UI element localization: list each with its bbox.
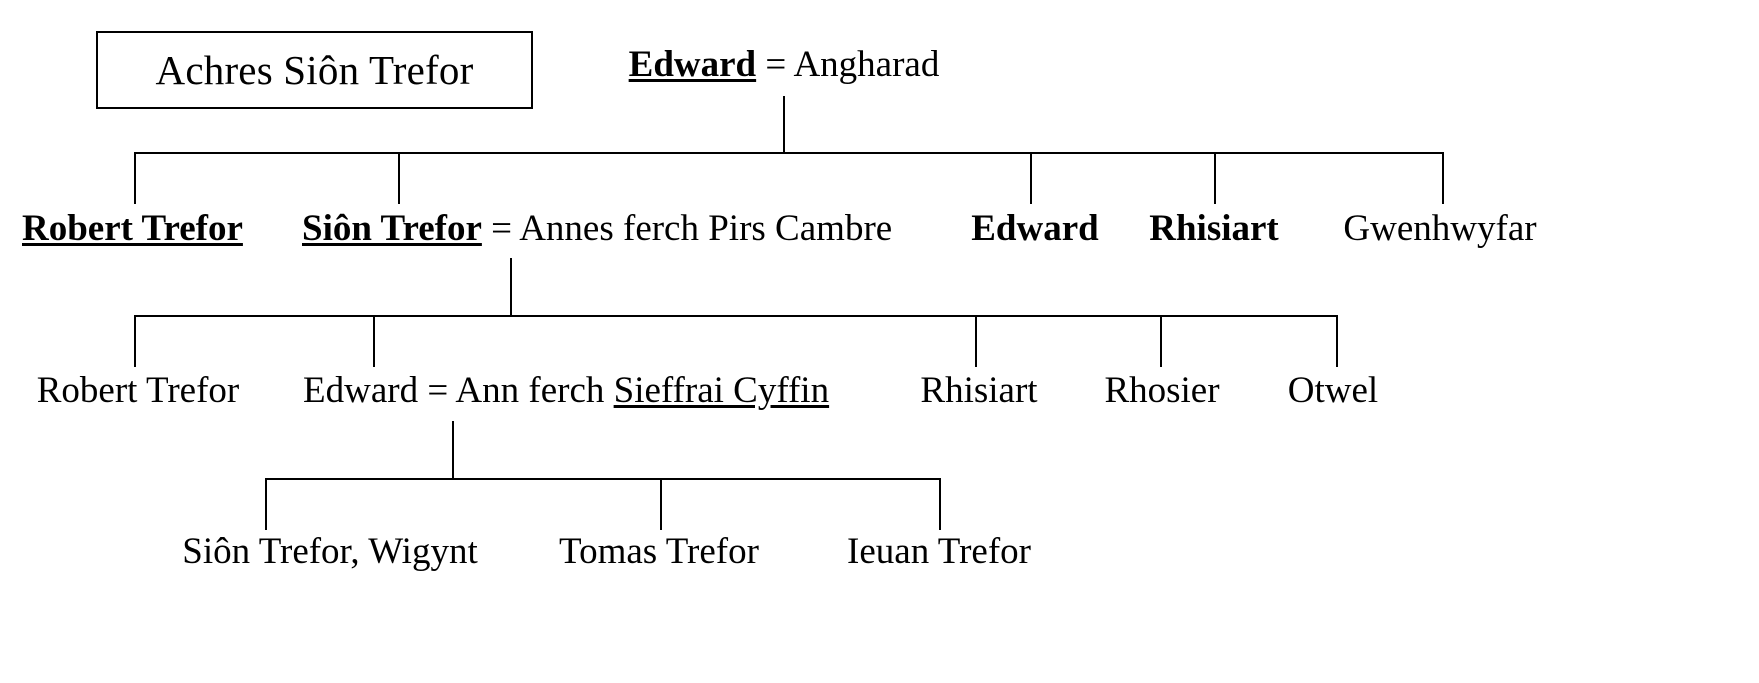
- connector-drop-gen2-robert: [134, 315, 136, 367]
- connector-drop-gen1-sion: [398, 152, 400, 204]
- connector-drop-gen2-edward: [373, 315, 375, 367]
- connector-drop-gen3-ieuan: [939, 478, 941, 530]
- person-name-rhisiart-gen1: Rhisiart: [1149, 208, 1279, 249]
- connector-drop-gen1-gwenhwyfar: [1442, 152, 1444, 204]
- person-tomas-trefor: Tomas Trefor: [559, 533, 759, 570]
- connector-drop-gen2-rhisiart: [975, 315, 977, 367]
- connector-sibling-bar-gen2: [134, 315, 1338, 317]
- person-name-robert-trefor-gen1: Robert Trefor: [22, 208, 243, 249]
- person-name-edward-gen0: Edward: [628, 44, 757, 85]
- person-name-edward-gen1: Edward: [971, 208, 1099, 249]
- person-name-sion-trefor-wigynt: Siôn Trefor, Wigynt: [182, 531, 478, 572]
- connector-drop-gen3-sion: [265, 478, 267, 530]
- person-name-rhisiart-gen2: Rhisiart: [920, 370, 1038, 411]
- connector-drop-gen2-rhosier: [1160, 315, 1162, 367]
- person-name-rhosier-gen2: Rhosier: [1104, 370, 1220, 411]
- person-otwel-gen2: Otwel: [1288, 372, 1378, 409]
- person-name-sieffrai-cyffin: Sieffrai Cyffin: [613, 370, 830, 411]
- person-name-ann-ferch: Ann ferch: [455, 370, 614, 411]
- person-name-annes-ferch-pirs-cambre: Annes ferch Pirs Cambre: [519, 208, 893, 249]
- union-symbol-gen0: =: [756, 44, 794, 85]
- person-sion-trefor-annes: Siôn Trefor = Annes ferch Pirs Cambre: [302, 210, 892, 247]
- person-gwenhwyfar-gen1: Gwenhwyfar: [1343, 210, 1536, 247]
- person-rhisiart-gen2: Rhisiart: [920, 372, 1037, 409]
- person-edward-ann: Edward = Ann ferch Sieffrai Cyffin: [303, 372, 829, 409]
- person-rhisiart-gen1: Rhisiart: [1149, 210, 1279, 247]
- person-robert-trefor-gen1: Robert Trefor: [22, 210, 243, 247]
- person-name-tomas-trefor: Tomas Trefor: [559, 531, 759, 572]
- person-name-ieuan-trefor: Ieuan Trefor: [847, 531, 1031, 572]
- chart-title-box: Achres Siôn Trefor: [96, 31, 533, 109]
- person-rhosier-gen2: Rhosier: [1104, 372, 1219, 409]
- person-name-edward-gen2: Edward: [303, 370, 419, 411]
- chart-title-text: Achres Siôn Trefor: [155, 46, 474, 93]
- person-ieuan-trefor: Ieuan Trefor: [847, 533, 1031, 570]
- connector-drop-gen3-tomas: [660, 478, 662, 530]
- person-name-otwel-gen2: Otwel: [1287, 370, 1379, 411]
- connector-drop-gen2-otwel: [1336, 315, 1338, 367]
- person-name-robert-trefor-gen2: Robert Trefor: [36, 370, 240, 411]
- union-symbol-gen1: =: [481, 208, 520, 249]
- connector-stem-gen1-to-gen2: [510, 258, 512, 316]
- person-robert-trefor-gen2: Robert Trefor: [37, 372, 239, 409]
- connector-drop-gen1-robert: [134, 152, 136, 204]
- connector-stem-gen0-to-gen1: [783, 96, 785, 154]
- union-symbol-gen2: =: [418, 370, 456, 411]
- person-name-sion-trefor-gen1: Siôn Trefor: [302, 208, 482, 249]
- connector-drop-gen1-edward: [1030, 152, 1032, 204]
- person-name-angharad: Angharad: [793, 44, 940, 85]
- connector-drop-gen1-rhisiart: [1214, 152, 1216, 204]
- person-edward-angharad: Edward = Angharad: [629, 46, 940, 83]
- connector-sibling-bar-gen3: [265, 478, 941, 480]
- person-edward-gen1: Edward: [971, 210, 1098, 247]
- connector-stem-gen2-to-gen3: [452, 421, 454, 479]
- person-sion-trefor-wigynt: Siôn Trefor, Wigynt: [182, 533, 477, 570]
- person-name-gwenhwyfar-gen1: Gwenhwyfar: [1343, 208, 1537, 249]
- connector-sibling-bar-gen1: [134, 152, 1444, 154]
